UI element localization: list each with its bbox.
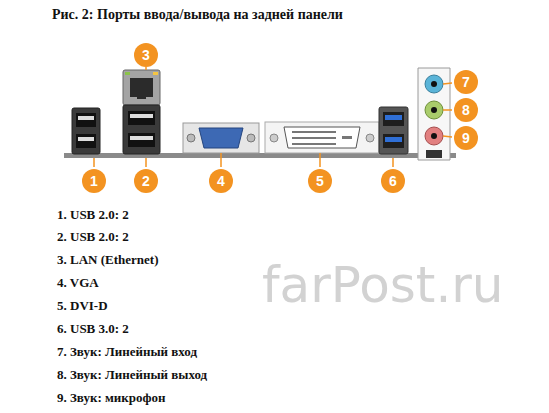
port-list-item: 8. Звук: Линейный выход (57, 367, 207, 383)
watermark: farPost.ru (262, 256, 504, 314)
port-list-item: 5. DVI-D (57, 298, 108, 314)
usb3-stack (379, 107, 408, 154)
vga-port (183, 123, 259, 153)
callout-text: 3 (142, 48, 150, 62)
audio-jacks (418, 68, 450, 160)
port-list-item: 7. Звук: Линейный вход (57, 344, 197, 360)
callout-number: 8 (454, 98, 478, 122)
callout-text: 1 (90, 174, 98, 188)
port-list-item: 3. LAN (Ethernet) (57, 252, 158, 268)
port-list-item: 4. VGA (57, 275, 99, 291)
leader-lines (94, 67, 452, 167)
callout-number: 4 (209, 169, 233, 193)
callout-number: 5 (308, 169, 332, 193)
lan-usb-stack (123, 70, 160, 154)
dvi-port (265, 122, 379, 153)
callout-text: 2 (142, 174, 150, 188)
callout-number: 3 (134, 43, 158, 67)
port-list-item: 9. Звук: микрофон (57, 390, 166, 406)
callout-text: 9 (462, 131, 470, 145)
callout-number: 7 (454, 70, 478, 94)
callout-number: 6 (381, 169, 405, 193)
callout-text: 6 (389, 174, 397, 188)
usb-stack (72, 108, 100, 154)
callout-text: 4 (217, 174, 225, 188)
port-list-item: 1. USB 2.0: 2 (57, 207, 129, 223)
callout-text: 8 (462, 103, 470, 117)
callout-number: 1 (82, 169, 106, 193)
port-list-item: 2. USB 2.0: 2 (57, 229, 129, 245)
figure-title: Рис. 2: Порты ввода/вывода на задней пан… (52, 7, 343, 23)
callout-number: 9 (454, 126, 478, 150)
callout-text: 7 (462, 75, 470, 89)
callout-text: 5 (316, 174, 324, 188)
port-list-item: 6. USB 3.0: 2 (57, 321, 129, 337)
callout-number: 2 (134, 169, 158, 193)
